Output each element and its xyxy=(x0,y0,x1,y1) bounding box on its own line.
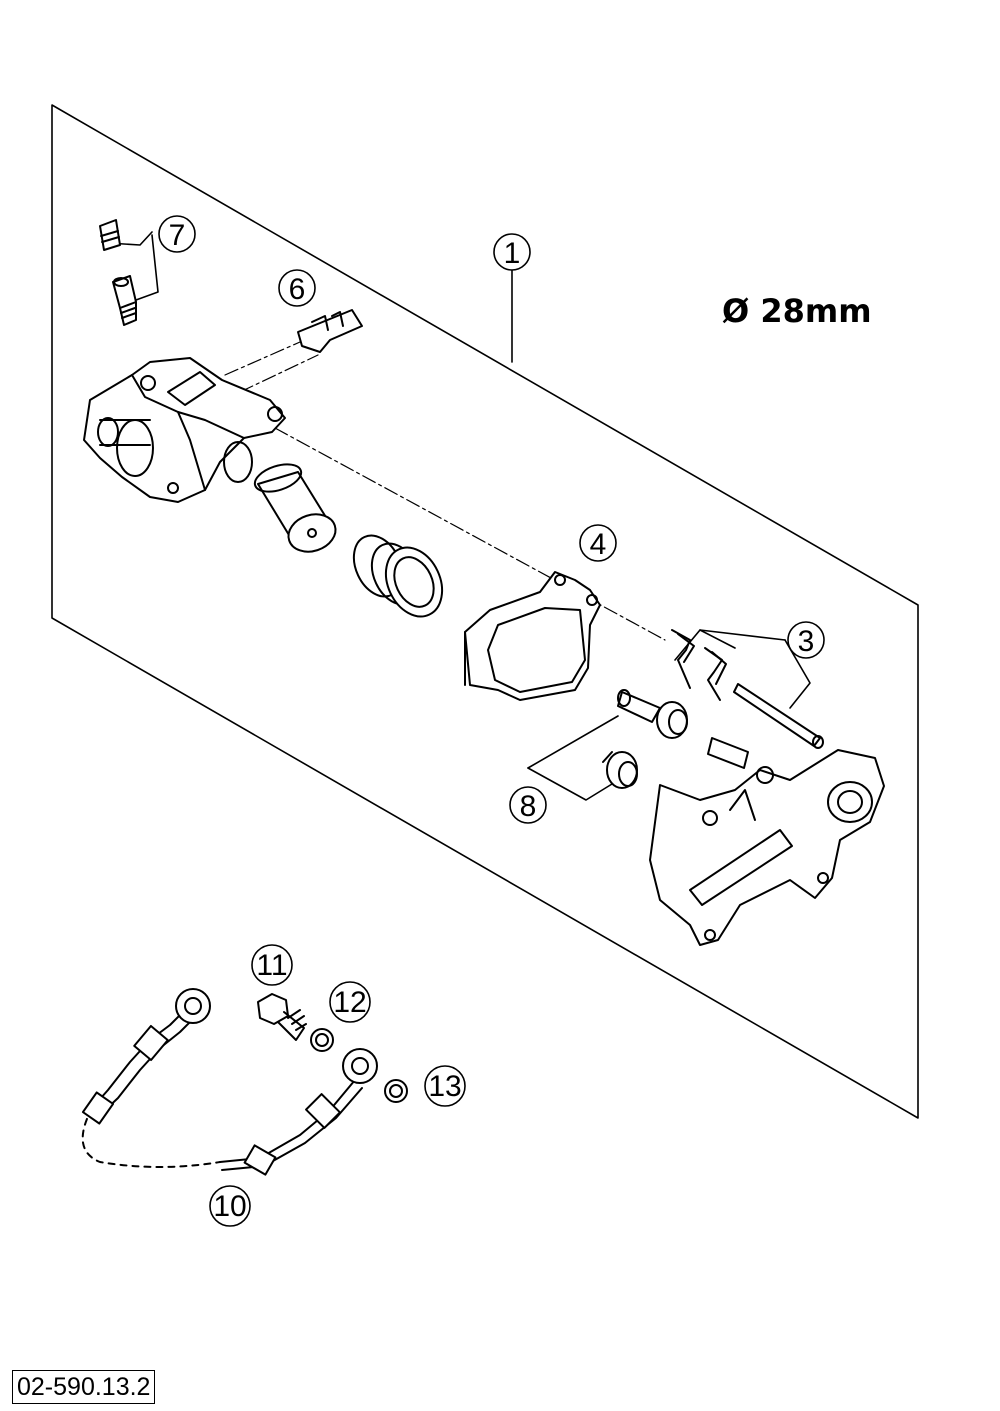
callout-circle-4 xyxy=(579,524,617,562)
callout-circle-7 xyxy=(158,215,196,253)
leader-lines xyxy=(107,231,811,801)
callout-6: 6 xyxy=(289,273,306,306)
callout-10: 10 xyxy=(213,1190,246,1223)
bleeder-screw xyxy=(99,219,137,326)
callout-circle-1 xyxy=(493,233,531,271)
callout-11: 11 xyxy=(256,949,287,982)
dust-boot xyxy=(352,534,444,618)
pad-pins xyxy=(671,629,824,749)
callout-3: 3 xyxy=(798,625,815,658)
callout-numbers: 1 3 4 6 7 8 10 11 12 13 xyxy=(169,219,815,1223)
callout-circle-13 xyxy=(424,1065,466,1107)
caliper-body xyxy=(83,357,286,503)
callout-13: 13 xyxy=(428,1070,461,1103)
sealing-washers xyxy=(310,1028,408,1103)
brake-hose xyxy=(81,988,378,1176)
callout-12: 12 xyxy=(333,986,366,1019)
callout-circle-8 xyxy=(509,786,547,824)
callout-circle-3 xyxy=(787,621,825,659)
brake-piston xyxy=(253,463,337,553)
callout-circle-6 xyxy=(278,269,316,307)
callout-7: 7 xyxy=(169,219,186,252)
callout-4: 4 xyxy=(590,528,607,561)
banjo-bolt xyxy=(257,993,307,1041)
caliper-bracket xyxy=(649,749,885,946)
callout-1: 1 xyxy=(504,237,521,270)
drawing-code: 02-590.13.2 xyxy=(12,1370,156,1404)
callout-circles xyxy=(158,215,825,1227)
diameter-label: Ø 28mm xyxy=(722,292,872,330)
slide-bolts xyxy=(602,689,749,789)
brake-pads xyxy=(464,571,601,701)
callout-circle-11 xyxy=(251,944,293,986)
callout-8: 8 xyxy=(520,790,537,823)
spring-plate xyxy=(297,309,363,353)
assembly-frame xyxy=(51,104,919,1119)
callout-circle-12 xyxy=(329,981,371,1023)
callout-circle-10 xyxy=(209,1185,251,1227)
